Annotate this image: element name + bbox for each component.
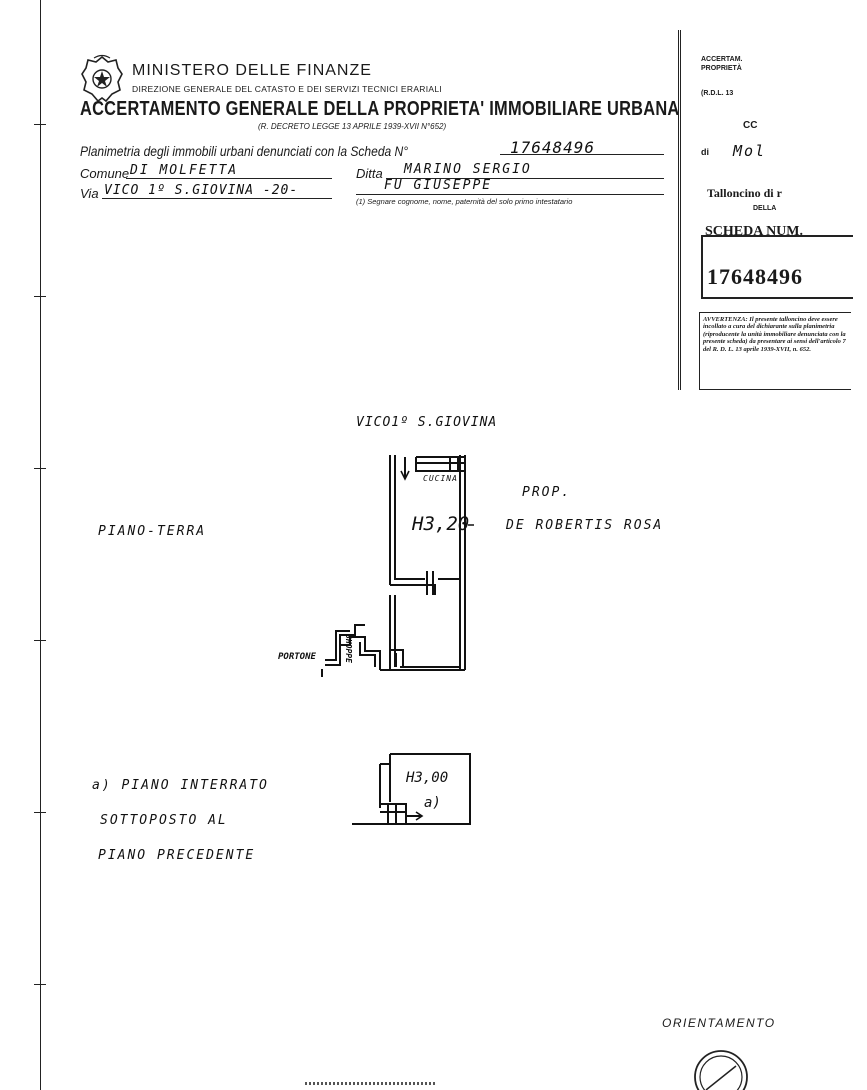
counterfoil-stub: ACCERTAM. PROPRIETÀ (R.D.L. 13 CC di Mol… — [678, 30, 853, 390]
counterfoil-rol: (R.D.L. 13 — [701, 90, 734, 97]
footnote: (1) Segnare cognome, nome, paternità del… — [356, 197, 573, 206]
ground-floor-plan — [321, 455, 474, 677]
margin-tick — [34, 124, 46, 125]
basement-plan — [352, 753, 471, 825]
margin-tick — [34, 984, 46, 985]
compass-rose-icon — [694, 1050, 748, 1090]
counterfoil-scheda-label: SCHEDA NUM. — [705, 224, 804, 239]
comune-value: DI MOLFETTA — [130, 163, 239, 178]
basement-line2: SOTTOPOSTO AL — [100, 813, 228, 828]
kitchen-label: CUCINA — [423, 474, 458, 483]
owner-line2: DE ROBERTIS ROSA — [506, 518, 664, 533]
ditta-underline — [386, 178, 664, 179]
basement-line1: a) PIANO INTERRATO — [92, 778, 269, 793]
counterfoil-di-handwritten: Mol — [733, 142, 767, 160]
scheda-underline — [500, 154, 664, 155]
avvertenza-notice: AVVERTENZA: Il presente talloncino deve … — [699, 312, 851, 390]
margin-tick — [34, 640, 46, 641]
state-emblem-icon — [81, 54, 123, 103]
basement-sub-label: a) — [424, 795, 441, 811]
via-label: Via — [80, 186, 99, 201]
margin-tick — [34, 812, 46, 813]
direction-name: DIREZIONE GENERALE DEL CATASTO E DEI SER… — [132, 84, 443, 94]
ground-floor-label: PIANO-TERRA — [98, 524, 207, 539]
counterfoil-scheda-box: SCHEDA NUM. 17648496 — [701, 224, 853, 299]
counterfoil-di: di — [701, 147, 709, 157]
paternita-value: FU GIUSEPPE — [384, 178, 493, 193]
orientation-label: ORIENTAMENTO — [662, 1016, 776, 1030]
basement-height-label: H3,00 — [406, 770, 449, 786]
counterfoil-number: 17648496 — [707, 264, 803, 289]
portone-label: PORTONE — [278, 652, 316, 662]
planimetria-label: Planimetria degli immobili urbani denunc… — [80, 143, 409, 159]
decree-reference: (R. DECRETO LEGGE 13 APRILE 1939-XVII N°… — [258, 122, 447, 131]
margin-tick — [34, 468, 46, 469]
ditta-value: MARINO SERGIO — [404, 162, 532, 177]
via-underline — [102, 198, 332, 199]
paternita-underline — [356, 194, 664, 195]
counterfoil-della: DELLA — [753, 205, 777, 212]
via-value: VICO 1º S.GIOVINA -20- — [104, 183, 299, 198]
basement-line3: PIANO PRECEDENTE — [98, 848, 256, 863]
binding-margin-line — [40, 0, 41, 1090]
scan-mark — [305, 1082, 435, 1085]
ditta-label: Ditta — [356, 166, 383, 181]
page-title: ACCERTAMENTO GENERALE DELLA PROPRIETA' I… — [80, 98, 680, 120]
counterfoil-talloncino: Talloncino di r — [707, 186, 782, 200]
owner-line1: PROP. — [522, 485, 572, 500]
counterfoil-co: CC — [743, 120, 758, 131]
comune-underline — [126, 178, 332, 179]
margin-tick — [34, 296, 46, 297]
counterfoil-line1: ACCERTAM. — [701, 56, 743, 63]
scheda-number-handwritten: 17648496 — [510, 138, 596, 157]
room-height-label: H3,20 — [412, 513, 470, 535]
shop-label: SHOPPE — [344, 634, 353, 663]
street-label: VICO1º S.GIOVINA — [356, 415, 498, 430]
comune-label: Comune — [80, 166, 130, 181]
ministry-name: MINISTERO DELLE FINANZE — [132, 62, 372, 79]
counterfoil-line2: PROPRIETÀ — [701, 65, 742, 72]
